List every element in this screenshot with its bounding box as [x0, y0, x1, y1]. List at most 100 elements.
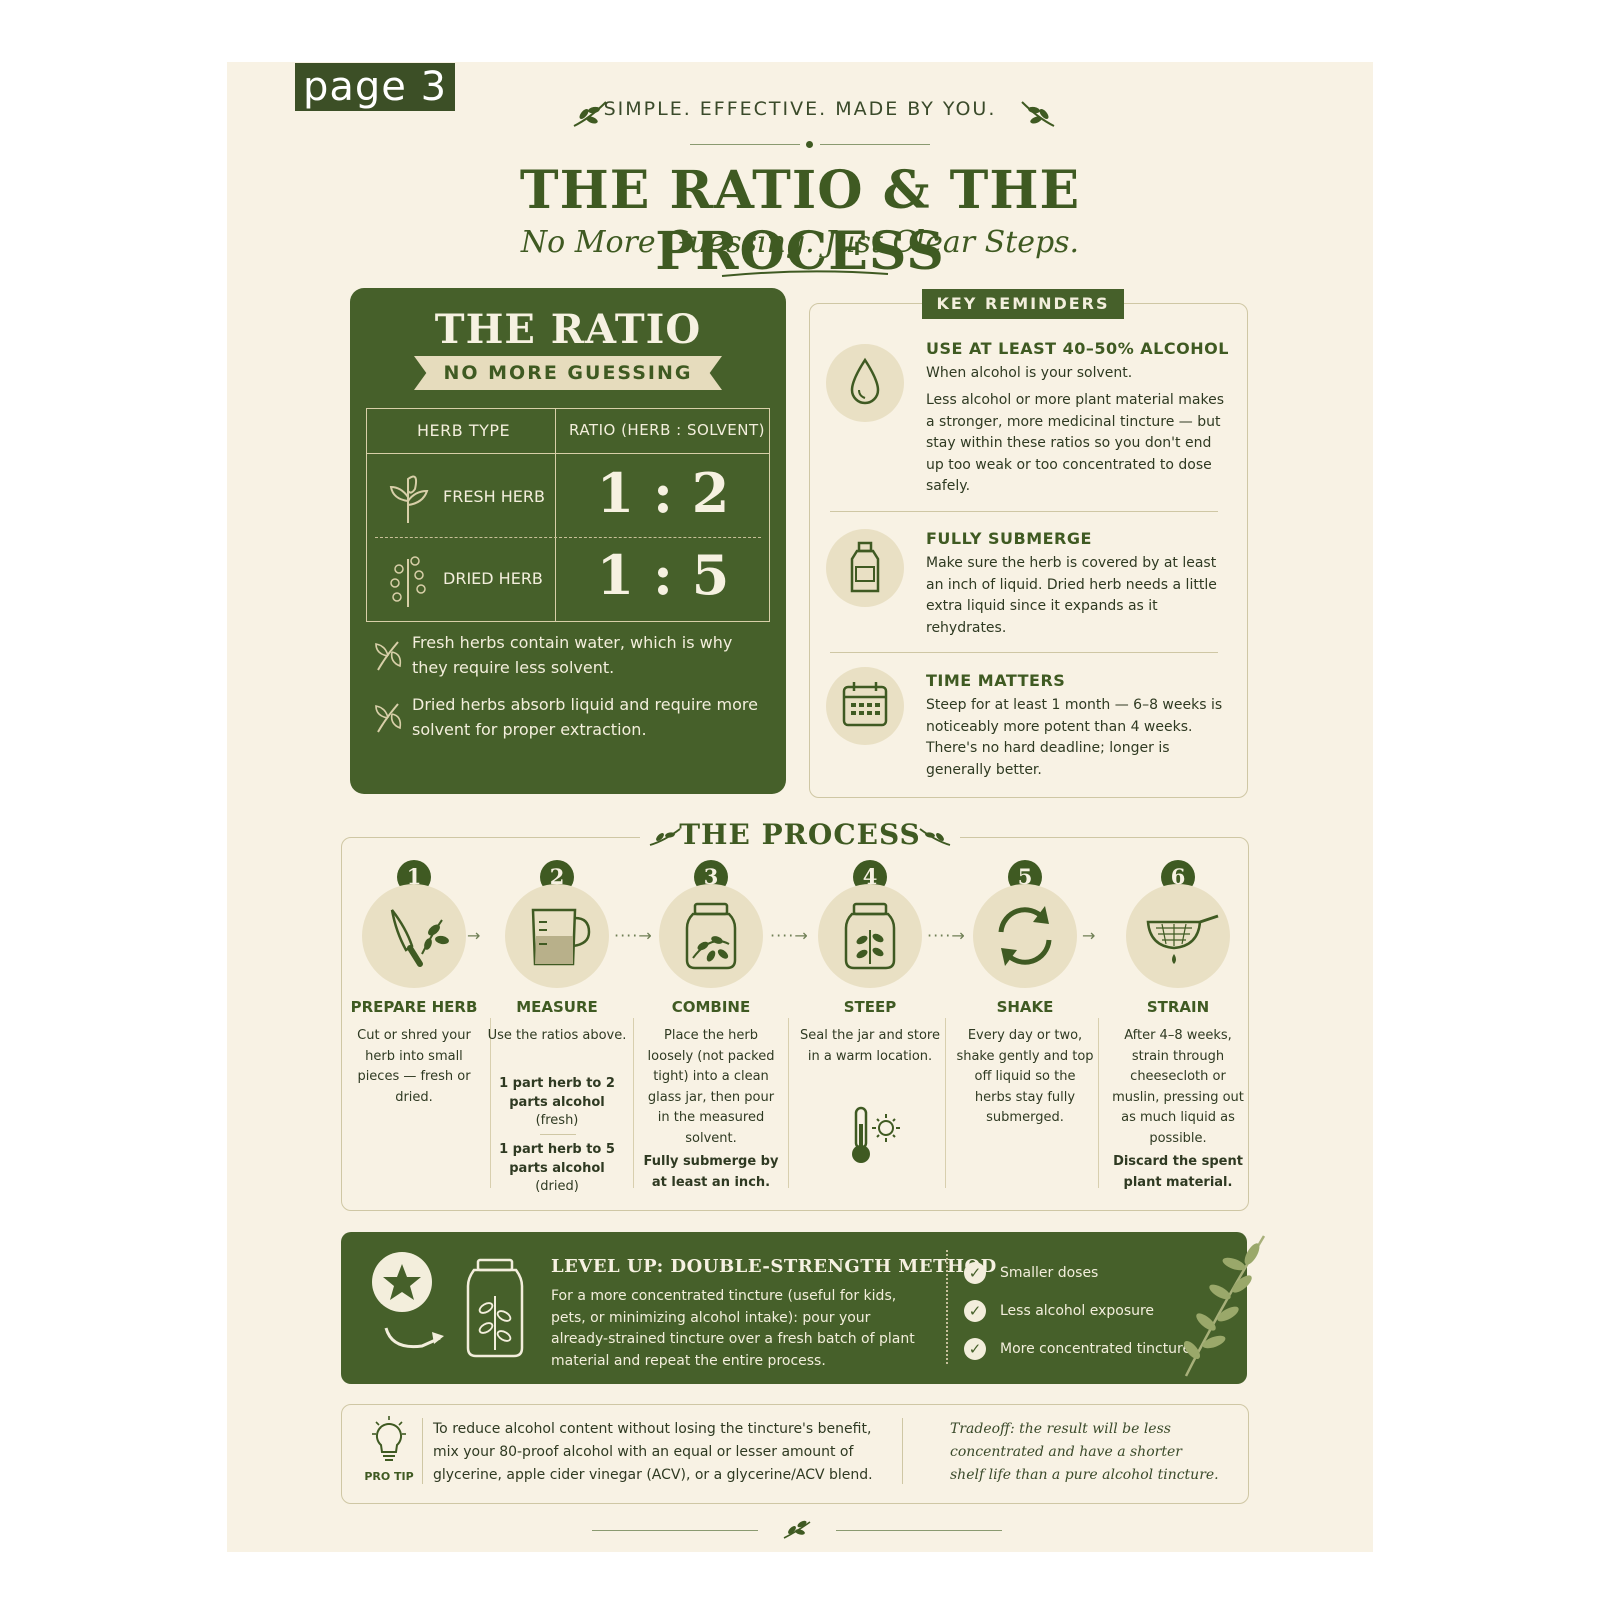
reminder-text: Steep for at least 1 month — 6–8 weeks i… — [926, 697, 1223, 778]
fresh-note: Fresh herbs contain water, which is why … — [412, 633, 733, 677]
arrow-icon: ····→ — [614, 926, 653, 945]
step-text: Use the ratios above. — [487, 1028, 627, 1043]
pro-tip-tradeoff: Tradeoff: the result will be less concen… — [950, 1421, 1219, 1483]
step-text: Place the herb loosely (not packed tight… — [647, 1028, 775, 1146]
dried-herb-icon — [390, 556, 426, 607]
reminder-divider — [830, 652, 1218, 653]
knife-herb-icon — [362, 884, 466, 988]
step-name: STRAIN — [1146, 998, 1210, 1016]
arrow-icon: ····→ — [927, 926, 966, 945]
arrow-icon: → — [1082, 926, 1097, 945]
ratio-ribbon: NO MORE GUESSING — [414, 356, 722, 390]
arrow-icon: → — [467, 926, 482, 945]
jar-steep-icon — [818, 884, 922, 988]
level-up-text: For a more concentrated tincture (useful… — [551, 1288, 915, 1369]
header-rule-right — [820, 144, 930, 145]
page-title: THE RATIO & THE PROCESS — [519, 160, 1081, 282]
reminder-heading: TIME MATTERS — [926, 671, 1066, 690]
calendar-icon — [826, 667, 904, 745]
step-extra: 1 part herb to 2 parts alcohol — [499, 1076, 615, 1110]
reminder-text: Make sure the herb is covered by at leas… — [926, 555, 1217, 636]
step-text: Seal the jar and store in a warm locatio… — [800, 1028, 940, 1064]
reminder-heading: USE AT LEAST 40–50% ALCOHOL — [926, 339, 1229, 358]
strainer-icon — [1126, 884, 1230, 988]
step-text: After 4–8 weeks, strain through cheesecl… — [1112, 1028, 1244, 1146]
dried-note: Dried herbs absorb liquid and require mo… — [412, 695, 758, 739]
reminders-tag: KEY REMINDERS — [922, 289, 1124, 319]
page-label: page 3 — [295, 63, 455, 111]
col-ratio: RATIO (HERB : SOLVENT) — [569, 421, 765, 439]
check-icon: ✓ — [964, 1300, 986, 1322]
reminder-heading: FULLY SUBMERGE — [926, 529, 1092, 548]
step-text: Cut or shred your herb into small pieces… — [357, 1028, 471, 1105]
step-name: COMBINE — [671, 998, 751, 1016]
table-header-divider — [367, 453, 769, 454]
check-icon: ✓ — [964, 1262, 986, 1284]
arrow-icon: ····→ — [770, 926, 809, 945]
step-note: (dried) — [535, 1179, 579, 1194]
step-name: MEASURE — [516, 998, 598, 1016]
step-note: (fresh) — [535, 1113, 579, 1128]
shake-cycle-icon — [973, 884, 1077, 988]
star-badge-icon — [372, 1252, 444, 1349]
benefit-item: Smaller doses — [1000, 1265, 1099, 1281]
thermometer-sun-icon — [852, 1106, 900, 1163]
table-col-divider — [555, 409, 556, 621]
step-extra: 1 part herb to 5 parts alcohol — [499, 1142, 615, 1176]
benefit-item: More concentrated tincture — [1000, 1341, 1192, 1357]
footer-rule-right — [836, 1530, 1002, 1531]
step-text: Every day or two, shake gently and top o… — [956, 1028, 1094, 1125]
pro-tip-text: To reduce alcohol content without losing… — [433, 1421, 873, 1483]
pro-tip-divider — [902, 1418, 903, 1484]
header-dot — [806, 141, 813, 148]
step-name: PREPARE HERB — [350, 998, 478, 1016]
fresh-herb-ratio: 1 : 2 — [596, 461, 730, 525]
lightbulb-icon — [372, 1416, 406, 1461]
leaf-bullet-icon — [375, 641, 402, 671]
fresh-herb-label: FRESH HERB — [443, 487, 545, 506]
step-divider — [490, 1018, 491, 1188]
left-sprig-icon — [649, 828, 681, 846]
dried-herb-label: DRIED HERB — [443, 569, 543, 588]
right-sprig-icon — [919, 828, 951, 846]
step-divider — [945, 1018, 946, 1188]
tagline: SIMPLE. EFFECTIVE. MADE BY YOU. — [603, 98, 997, 120]
step-mini-divider — [540, 1134, 576, 1135]
step-name: STEEP — [843, 998, 897, 1016]
ratio-table: HERB TYPE RATIO (HERB : SOLVENT) FRESH H… — [366, 408, 770, 622]
page-subtitle: No More Guessing. Just Clear Steps. — [520, 225, 1080, 260]
jar-herbs-icon — [659, 884, 763, 988]
bottle-icon — [826, 529, 904, 607]
process-title: THE PROCESS — [640, 818, 960, 851]
pro-tip-divider — [422, 1418, 423, 1484]
right-sprig-icon — [1021, 101, 1055, 127]
leaf-bullet-icon — [375, 703, 402, 733]
measuring-cup-icon — [505, 884, 609, 988]
step-name: SHAKE — [996, 998, 1054, 1016]
step-extra: Discard the spent plant material. — [1113, 1154, 1243, 1190]
subtitle-underline — [721, 270, 889, 277]
reminder-lead: When alcohol is your solvent. — [926, 365, 1133, 381]
col-herb-type: HERB TYPE — [417, 421, 511, 440]
level-up-divider — [946, 1250, 948, 1364]
step-divider — [788, 1018, 789, 1188]
benefit-item: Less alcohol exposure — [1000, 1303, 1155, 1319]
ratio-title: THE RATIO — [434, 306, 702, 353]
dried-herb-ratio: 1 : 5 — [596, 543, 730, 607]
left-sprig-icon — [573, 101, 607, 127]
check-icon: ✓ — [964, 1338, 986, 1360]
step-divider — [1098, 1018, 1099, 1188]
table-row-divider — [375, 537, 761, 538]
footer-sprig-icon — [783, 1520, 811, 1539]
step-divider — [633, 1018, 634, 1188]
step-extra: Fully submerge by at least an inch. — [643, 1154, 779, 1190]
pro-tip-box — [341, 1404, 1249, 1504]
footer-rule-left — [592, 1530, 758, 1531]
fresh-leaf-icon — [389, 475, 429, 523]
reminder-divider — [830, 511, 1218, 512]
level-up-heading: LEVEL UP: DOUBLE-STRENGTH METHOD — [551, 1256, 997, 1277]
branch-leaves-icon — [1183, 1235, 1266, 1377]
droplet-icon — [826, 344, 904, 422]
jar-herbs-icon — [466, 1258, 524, 1358]
pro-tip-label: PRO TIP — [364, 1470, 414, 1483]
